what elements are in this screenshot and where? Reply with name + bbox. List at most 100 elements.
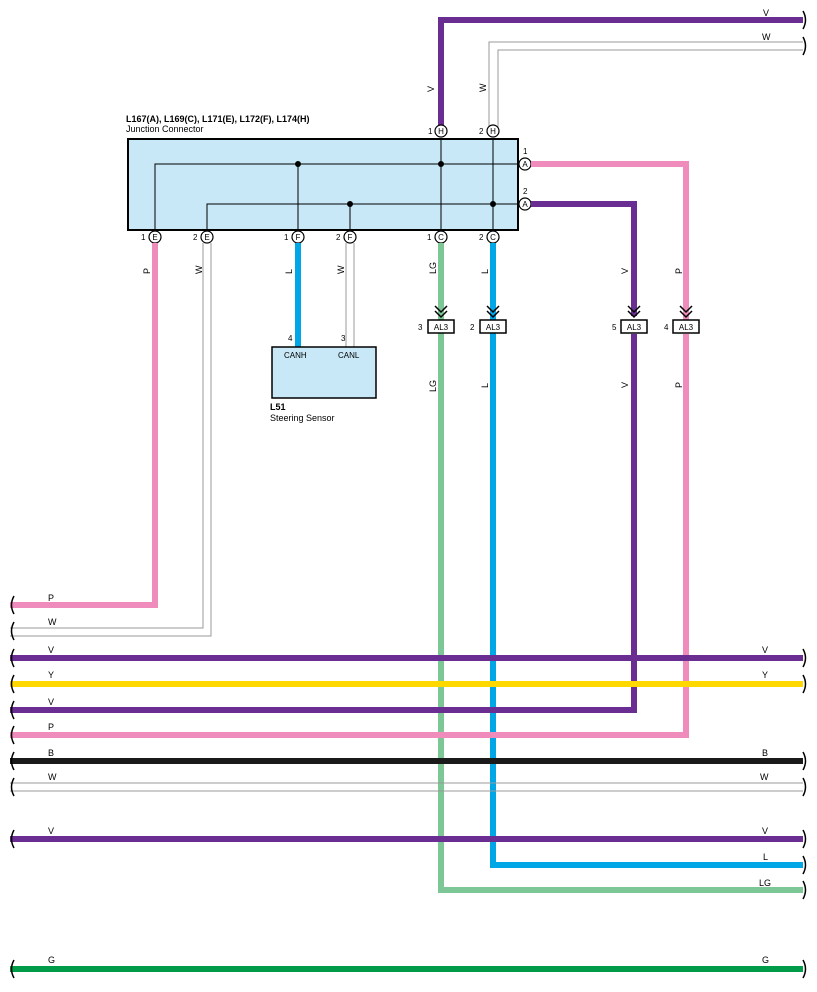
top-wire-w: [488, 41, 803, 128]
wire-label-lg-lower: LG: [428, 380, 438, 392]
wire-p-right: [531, 161, 689, 322]
sensor-pin-canh: CANH: [284, 351, 307, 360]
wire-label-v-top: V: [763, 8, 769, 18]
label-v1-right: V: [762, 645, 768, 655]
svg-text:AL3: AL3: [679, 323, 694, 332]
wire-label-l-upper: L: [480, 269, 490, 274]
svg-text:1: 1: [427, 233, 432, 242]
pin-a2: A 2: [518, 187, 532, 211]
wire-label-p-right: P: [674, 268, 684, 274]
label-lg-right: LG: [759, 878, 771, 888]
svg-text:E: E: [152, 233, 157, 242]
wire-label-p-left: P: [142, 268, 152, 274]
wire-label-w-canl: W: [336, 265, 346, 274]
label-y-left: Y: [48, 670, 54, 680]
svg-text:2: 2: [470, 323, 475, 332]
pin-f1: F 1: [284, 230, 305, 244]
wire-v-down: [10, 334, 637, 713]
sensor-pin-num-canl: 3: [341, 334, 346, 343]
label-p-left-bus: P: [48, 593, 54, 603]
wire-label-w-vert: W: [478, 83, 488, 92]
svg-text:5: 5: [612, 323, 617, 332]
label-b-right: B: [762, 748, 768, 758]
svg-text:2: 2: [479, 127, 484, 136]
svg-text:4: 4: [664, 323, 669, 332]
al3-connector-pin3: AL3 3: [418, 305, 455, 334]
label-b-left: B: [48, 748, 54, 758]
wire-p-left: [10, 243, 158, 608]
pin-e1: E 1: [141, 230, 162, 244]
svg-text:C: C: [438, 233, 444, 242]
bus-w: [10, 782, 803, 792]
junction-internal-lines: [154, 139, 518, 230]
wire-label-v-right: V: [620, 268, 630, 274]
svg-text:F: F: [348, 233, 353, 242]
label-l-right: L: [763, 852, 768, 862]
sensor-pin-num-canh: 4: [288, 334, 293, 343]
svg-text:AL3: AL3: [627, 323, 642, 332]
label-v3-left: V: [48, 826, 54, 836]
svg-text:1: 1: [284, 233, 289, 242]
svg-text:AL3: AL3: [434, 323, 449, 332]
wire-lg-main: [438, 243, 803, 893]
steering-sensor-box: [271, 346, 377, 399]
svg-text:2: 2: [193, 233, 198, 242]
wire-label-w-top: W: [762, 32, 771, 42]
wire-label-lg-upper: LG: [428, 262, 438, 274]
svg-text:1: 1: [523, 147, 528, 156]
junction-dots: [295, 161, 496, 207]
sensor-id: L51: [270, 402, 286, 412]
sensor-pin-canl: CANL: [338, 351, 360, 360]
pin-c2: C 2: [479, 230, 500, 244]
pin-h2: H 2: [479, 124, 500, 138]
svg-text:1: 1: [141, 233, 146, 242]
wire-v-right: [531, 201, 637, 316]
wire-w-left: [10, 243, 212, 637]
svg-text:2: 2: [479, 233, 484, 242]
wire-label-v-vert: V: [426, 86, 436, 92]
svg-text:1: 1: [428, 127, 433, 136]
label-w2-left: W: [48, 772, 57, 782]
label-v3-right: V: [762, 826, 768, 836]
label-g-left: G: [48, 955, 55, 965]
svg-text:A: A: [522, 200, 528, 209]
junction-connector-box: [127, 138, 519, 231]
pin-h1: H 1: [428, 124, 448, 138]
wire-label-v-lower: V: [620, 382, 630, 388]
svg-text:E: E: [204, 233, 209, 242]
svg-text:2: 2: [336, 233, 341, 242]
pin-c1: C 1: [427, 230, 448, 244]
svg-text:F: F: [296, 233, 301, 242]
label-v1-left: V: [48, 645, 54, 655]
wire-label-l-lower: L: [480, 383, 490, 388]
label-v2-left: V: [48, 697, 54, 707]
sensor-name: Steering Sensor: [270, 413, 335, 423]
svg-text:H: H: [490, 127, 496, 136]
label-w-right: W: [760, 772, 769, 782]
svg-text:AL3: AL3: [486, 323, 501, 332]
wire-w-canl: [345, 243, 355, 347]
svg-text:H: H: [438, 127, 444, 136]
svg-text:A: A: [522, 160, 528, 169]
break-marks-right: [802, 10, 807, 979]
junction-subtitle: Junction Connector: [126, 124, 204, 134]
label-y-right: Y: [762, 670, 768, 680]
junction-title: L167(A), L169(C), L171(E), L172(F), L174…: [126, 114, 310, 124]
wire-p-down: [10, 334, 689, 738]
wire-l-main: [490, 243, 803, 868]
pin-a1: A 1: [518, 147, 532, 171]
label-p2-left: P: [48, 722, 54, 732]
label-g-right: G: [762, 955, 769, 965]
wire-label-w-left: W: [194, 265, 204, 274]
wire-label-p-lower: P: [674, 382, 684, 388]
svg-text:3: 3: [418, 323, 423, 332]
wire-label-l-canh: L: [284, 269, 294, 274]
label-w-left-bus: W: [48, 617, 57, 627]
pin-e2: E 2: [193, 230, 214, 244]
break-marks-left: [10, 595, 15, 979]
al3-connector-pin5: AL3 5: [612, 305, 648, 334]
svg-text:C: C: [490, 233, 496, 242]
svg-text:2: 2: [523, 187, 528, 196]
pin-f2: F 2: [336, 230, 357, 244]
